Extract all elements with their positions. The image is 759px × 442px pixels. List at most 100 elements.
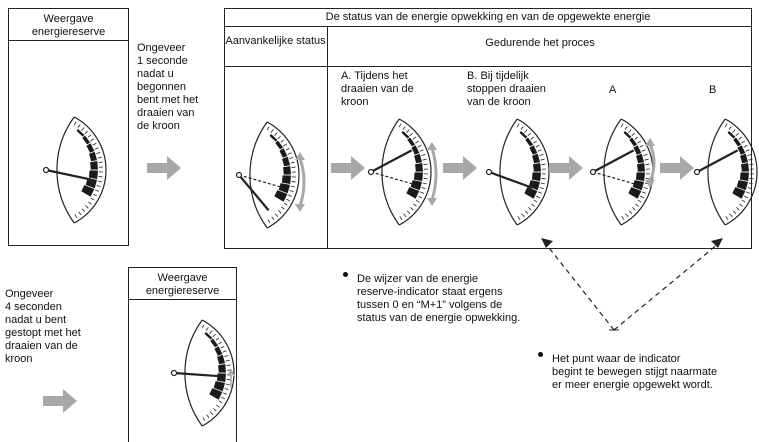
dial-pivot <box>42 166 50 174</box>
dial-tick <box>290 161 295 164</box>
dial-tick <box>749 163 754 166</box>
dial-case-edge <box>249 121 268 229</box>
dial-tick <box>88 201 92 205</box>
dial-reserve-segment <box>281 175 291 185</box>
dial-tick <box>739 203 743 207</box>
dial-case-edge <box>603 118 622 226</box>
dial-reserve-segment <box>406 187 420 199</box>
right-arrow-icon <box>147 156 181 180</box>
dial-tick <box>209 330 213 334</box>
dial-tick <box>399 216 403 221</box>
dial-tick <box>641 149 646 152</box>
dial-tick <box>620 123 624 128</box>
double-arrow-icon <box>295 152 306 212</box>
dial-reserve-segment <box>524 187 538 199</box>
dial-previous-pointer <box>592 171 637 185</box>
dial-tick <box>732 129 736 133</box>
dial-tick <box>524 129 528 133</box>
dial-tick <box>540 182 545 185</box>
double-arrow-icon <box>427 142 438 206</box>
dial-tick <box>621 216 625 221</box>
right-arrow-icon <box>660 156 694 180</box>
dial-tick <box>74 214 78 219</box>
dial-reserve-segment <box>274 190 288 202</box>
dial-tick <box>280 139 285 143</box>
dial-case-edge <box>56 116 75 224</box>
dial-tick <box>94 189 99 192</box>
dial-tick <box>744 195 748 199</box>
dial-tick <box>73 121 77 126</box>
dial-tick <box>639 144 644 148</box>
dial-tick <box>406 129 410 133</box>
dial-tick <box>741 199 746 203</box>
dial-tick <box>215 337 220 341</box>
dial-tick <box>90 197 95 201</box>
dial-tick <box>745 149 750 152</box>
dial-tick <box>533 140 538 144</box>
dial-reserve-segment <box>410 180 423 191</box>
dial-tick <box>206 414 210 419</box>
dial-reserve-segment <box>635 172 645 182</box>
dial-tick <box>643 187 648 190</box>
dial-tick <box>209 411 214 415</box>
dial-tick <box>96 185 101 188</box>
dial-tick <box>628 210 633 214</box>
dial-tick <box>98 161 103 164</box>
dial-reserve-segment <box>411 145 420 155</box>
during-process-header: Gedurende het proces <box>485 37 595 49</box>
dial-reserve-segment <box>90 160 98 170</box>
dial-tick <box>84 130 88 135</box>
initial-status-column-divider <box>327 26 328 249</box>
dial-tick <box>419 149 424 152</box>
dial-tick <box>283 202 288 206</box>
dial-tick <box>97 180 102 183</box>
power-reserve-dial <box>235 121 300 229</box>
dial-tick <box>728 126 732 130</box>
energy-status-title: De status van de energie opwekking en va… <box>325 11 651 23</box>
dial-reserve-segment <box>636 153 645 164</box>
dial-tick <box>409 132 413 137</box>
dial-pointer <box>238 174 270 211</box>
dial-tick <box>90 138 95 142</box>
dial-reserve-segment <box>632 180 645 191</box>
dial-tick <box>421 187 426 190</box>
power-reserve-dial <box>693 118 758 226</box>
dial-previous-pointer <box>238 174 283 188</box>
short-label-b: B <box>709 84 717 96</box>
step-1-text: Ongeveer 1 seconde nadat u begonnen bent… <box>137 42 199 132</box>
dial-reserve-segment <box>216 373 226 383</box>
bullet-icon <box>538 352 543 357</box>
bullet-icon <box>343 272 348 277</box>
dial-outer-arc <box>724 118 758 226</box>
note-indicator-start-point: Het punt waar de indicator begint te bew… <box>552 353 718 391</box>
dial-tick <box>528 207 532 211</box>
dial-tick <box>281 206 285 210</box>
dial-tick <box>201 324 205 329</box>
dial-tick <box>634 136 639 140</box>
short-label-a: A <box>609 84 617 96</box>
right-arrow-icon <box>331 156 365 180</box>
dial-tick <box>417 144 422 148</box>
dial-tick <box>539 154 544 157</box>
dial-pointer <box>592 149 635 173</box>
dial-tick <box>216 404 220 408</box>
dial-pointer <box>370 149 413 173</box>
dial-tick <box>422 182 427 185</box>
dial-pointer <box>488 170 533 189</box>
power-reserve-dial <box>42 116 107 224</box>
dial-tick <box>724 123 728 128</box>
dial-tick <box>540 158 545 161</box>
power-reserve-box-2-divider <box>128 299 237 300</box>
dial-tick <box>735 132 739 137</box>
dial-reserve-segment <box>214 346 223 356</box>
dial-tick <box>77 124 81 128</box>
dial-tick <box>736 207 740 211</box>
dial-tick <box>537 191 542 194</box>
note-pointer-position: De wijzer van de energie reserve-indicat… <box>357 273 521 324</box>
dial-previous-pointer <box>370 171 415 185</box>
dial-tick <box>631 132 635 137</box>
dial-reserve-segment <box>739 172 749 182</box>
dial-tick <box>517 216 521 221</box>
dial-tick <box>632 207 636 211</box>
power-reserve-box-2-title: Weergave energiereserve <box>145 272 220 297</box>
